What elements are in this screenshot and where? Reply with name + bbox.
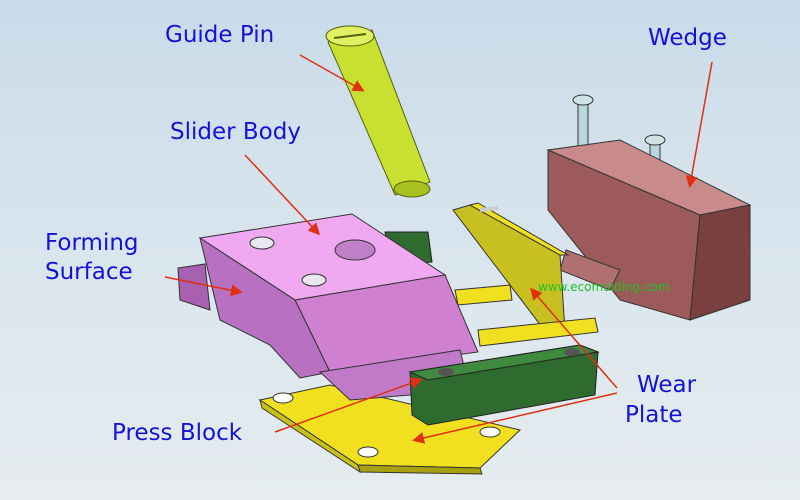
- press-block-part: [258, 384, 522, 475]
- wedge-part: [546, 94, 752, 321]
- angled-plate-part: [452, 202, 570, 336]
- slider-body-part: [177, 213, 479, 401]
- arrow-slider-body: [244, 154, 321, 236]
- label-wedge: Wedge: [648, 25, 727, 51]
- arrow-wear-plate-upper: [530, 287, 618, 389]
- callout-arrows: [164, 54, 713, 444]
- label-forming-surface-line1: Forming: [45, 230, 139, 256]
- label-forming-surface-line2: Surface: [45, 259, 133, 285]
- arrow-forming-surface: [164, 276, 243, 297]
- arrow-press-block: [274, 377, 423, 433]
- label-wear-plate-line1: Wear: [637, 372, 697, 398]
- label-press-block: Press Block: [112, 420, 243, 446]
- rods: [454, 284, 599, 347]
- arrow-guide-pin: [299, 54, 365, 92]
- arrow-wedge: [685, 61, 713, 188]
- label-guide-pin: Guide Pin: [165, 22, 275, 48]
- guide-pin-part: [325, 25, 431, 198]
- label-wear-plate-line2: Plate: [625, 402, 683, 428]
- arrow-wear-plate-lower: [412, 392, 618, 444]
- label-slider-body: Slider Body: [170, 119, 301, 145]
- watermark: www.ecomolding.com: [538, 280, 670, 294]
